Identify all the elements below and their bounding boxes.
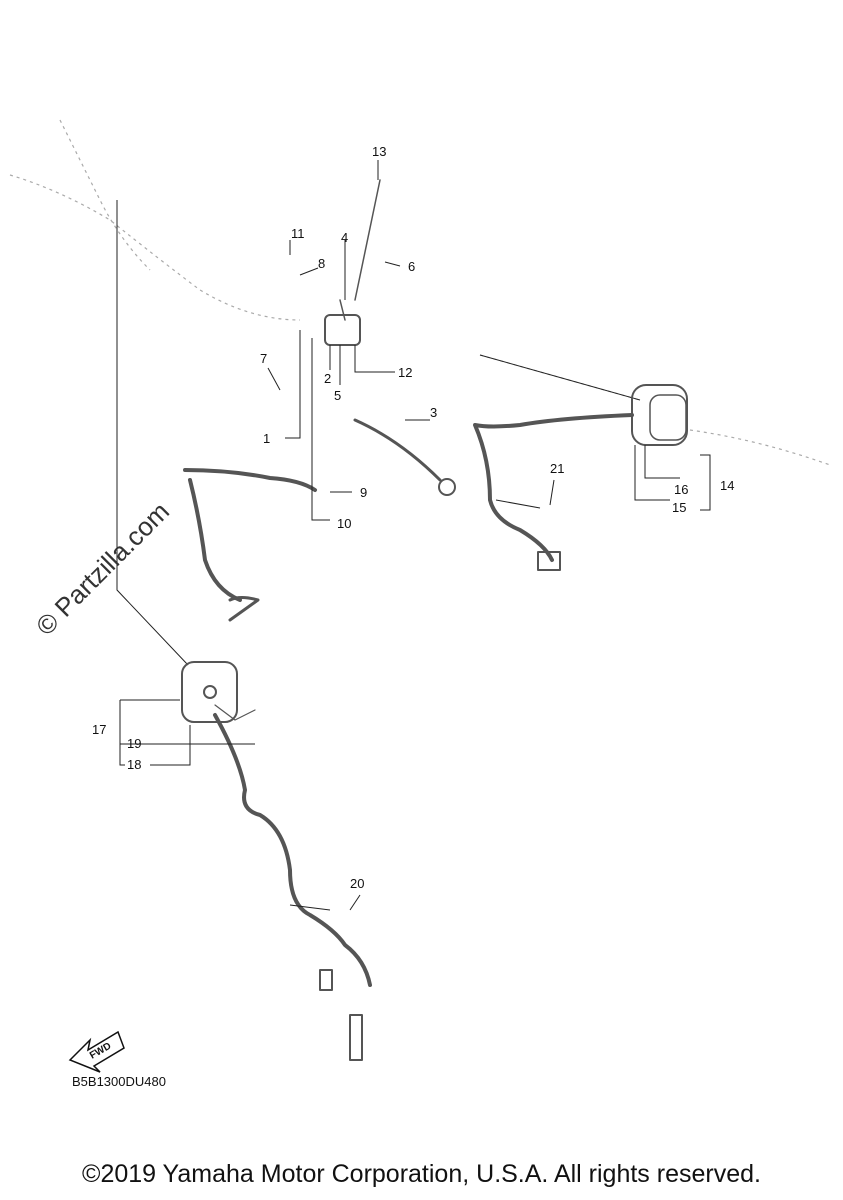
callout-14: 14 — [720, 478, 734, 493]
left-connector — [228, 596, 260, 622]
callout-15: 15 — [672, 500, 686, 515]
left-handlebar-switch — [181, 661, 256, 723]
right-connector — [537, 551, 561, 571]
callout-18: 18 — [127, 757, 141, 772]
fwd-arrow-icon: FWD — [68, 1030, 125, 1073]
callout-16: 16 — [674, 482, 688, 497]
cable-3 — [353, 418, 442, 482]
right-handlebar-switch — [631, 384, 688, 446]
callout-7: 7 — [260, 351, 267, 366]
callout-11: 11 — [291, 226, 305, 241]
right-switch-wire — [473, 413, 634, 562]
callout-labels: 13 11 4 8 6 7 12 2 5 3 1 9 10 21 14 16 1… — [92, 144, 734, 891]
callout-9: 9 — [360, 485, 367, 500]
copyright-notice: ©2019 Yamaha Motor Corporation, U.S.A. A… — [82, 1160, 761, 1188]
callout-5: 5 — [334, 388, 341, 403]
callout-8: 8 — [318, 256, 325, 271]
lever-bracket — [324, 179, 381, 346]
callout-19: 19 — [127, 736, 141, 751]
callout-17: 17 — [92, 722, 106, 737]
callout-1: 1 — [263, 431, 270, 446]
callout-10: 10 — [337, 516, 351, 531]
lower-fastener — [319, 969, 363, 1061]
callout-6: 6 — [408, 259, 415, 274]
callout-13: 13 — [372, 144, 386, 159]
diagram-code: B5B1300DU480 — [72, 1074, 166, 1089]
left-wire — [183, 468, 317, 602]
callout-3: 3 — [430, 405, 437, 420]
callout-12: 12 — [398, 365, 412, 380]
callout-4: 4 — [341, 230, 348, 245]
left-switch-wire — [213, 713, 372, 987]
callout-20: 20 — [350, 876, 364, 891]
handlebar-outline — [9, 119, 831, 466]
leader-lines — [119, 160, 711, 911]
leader-long — [116, 200, 189, 666]
leader-bar — [479, 354, 641, 401]
cable-end — [438, 478, 456, 496]
callout-2: 2 — [324, 371, 331, 386]
callout-21: 21 — [550, 461, 564, 476]
